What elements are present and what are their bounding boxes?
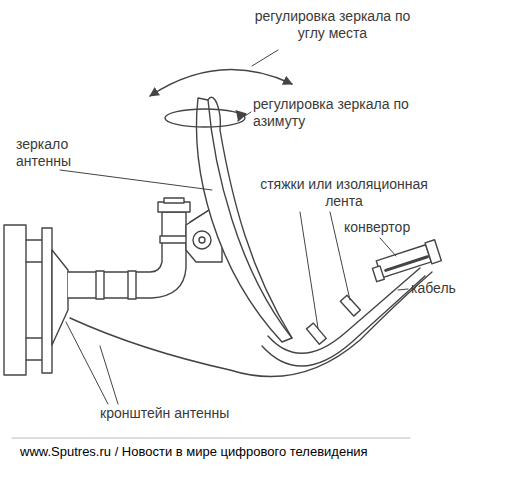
azimuth-arrow [165,109,245,127]
cable-label: кабель [411,280,481,297]
azimuth-label: регулировка зеркала по азимуту [253,96,413,130]
ties-label: стяжки или изоляционная лента [258,176,430,210]
converter-label: конвертор [344,219,424,236]
antenna-mirror [197,98,292,342]
converter [370,240,441,282]
cable [70,272,432,377]
mirror-label: зеркало антенны [16,136,86,170]
wall-plate [42,228,52,373]
watermark: www.Sputres.ru / Новости в мире цифровог… [20,443,500,460]
elevation-label: регулировка зеркала по углу места [250,8,415,42]
bracket-tube [68,212,186,298]
wall [4,225,26,375]
feed-arm [268,268,420,353]
bracket-label: кронштейн антенны [100,405,260,422]
elevation-arrow [150,70,292,96]
